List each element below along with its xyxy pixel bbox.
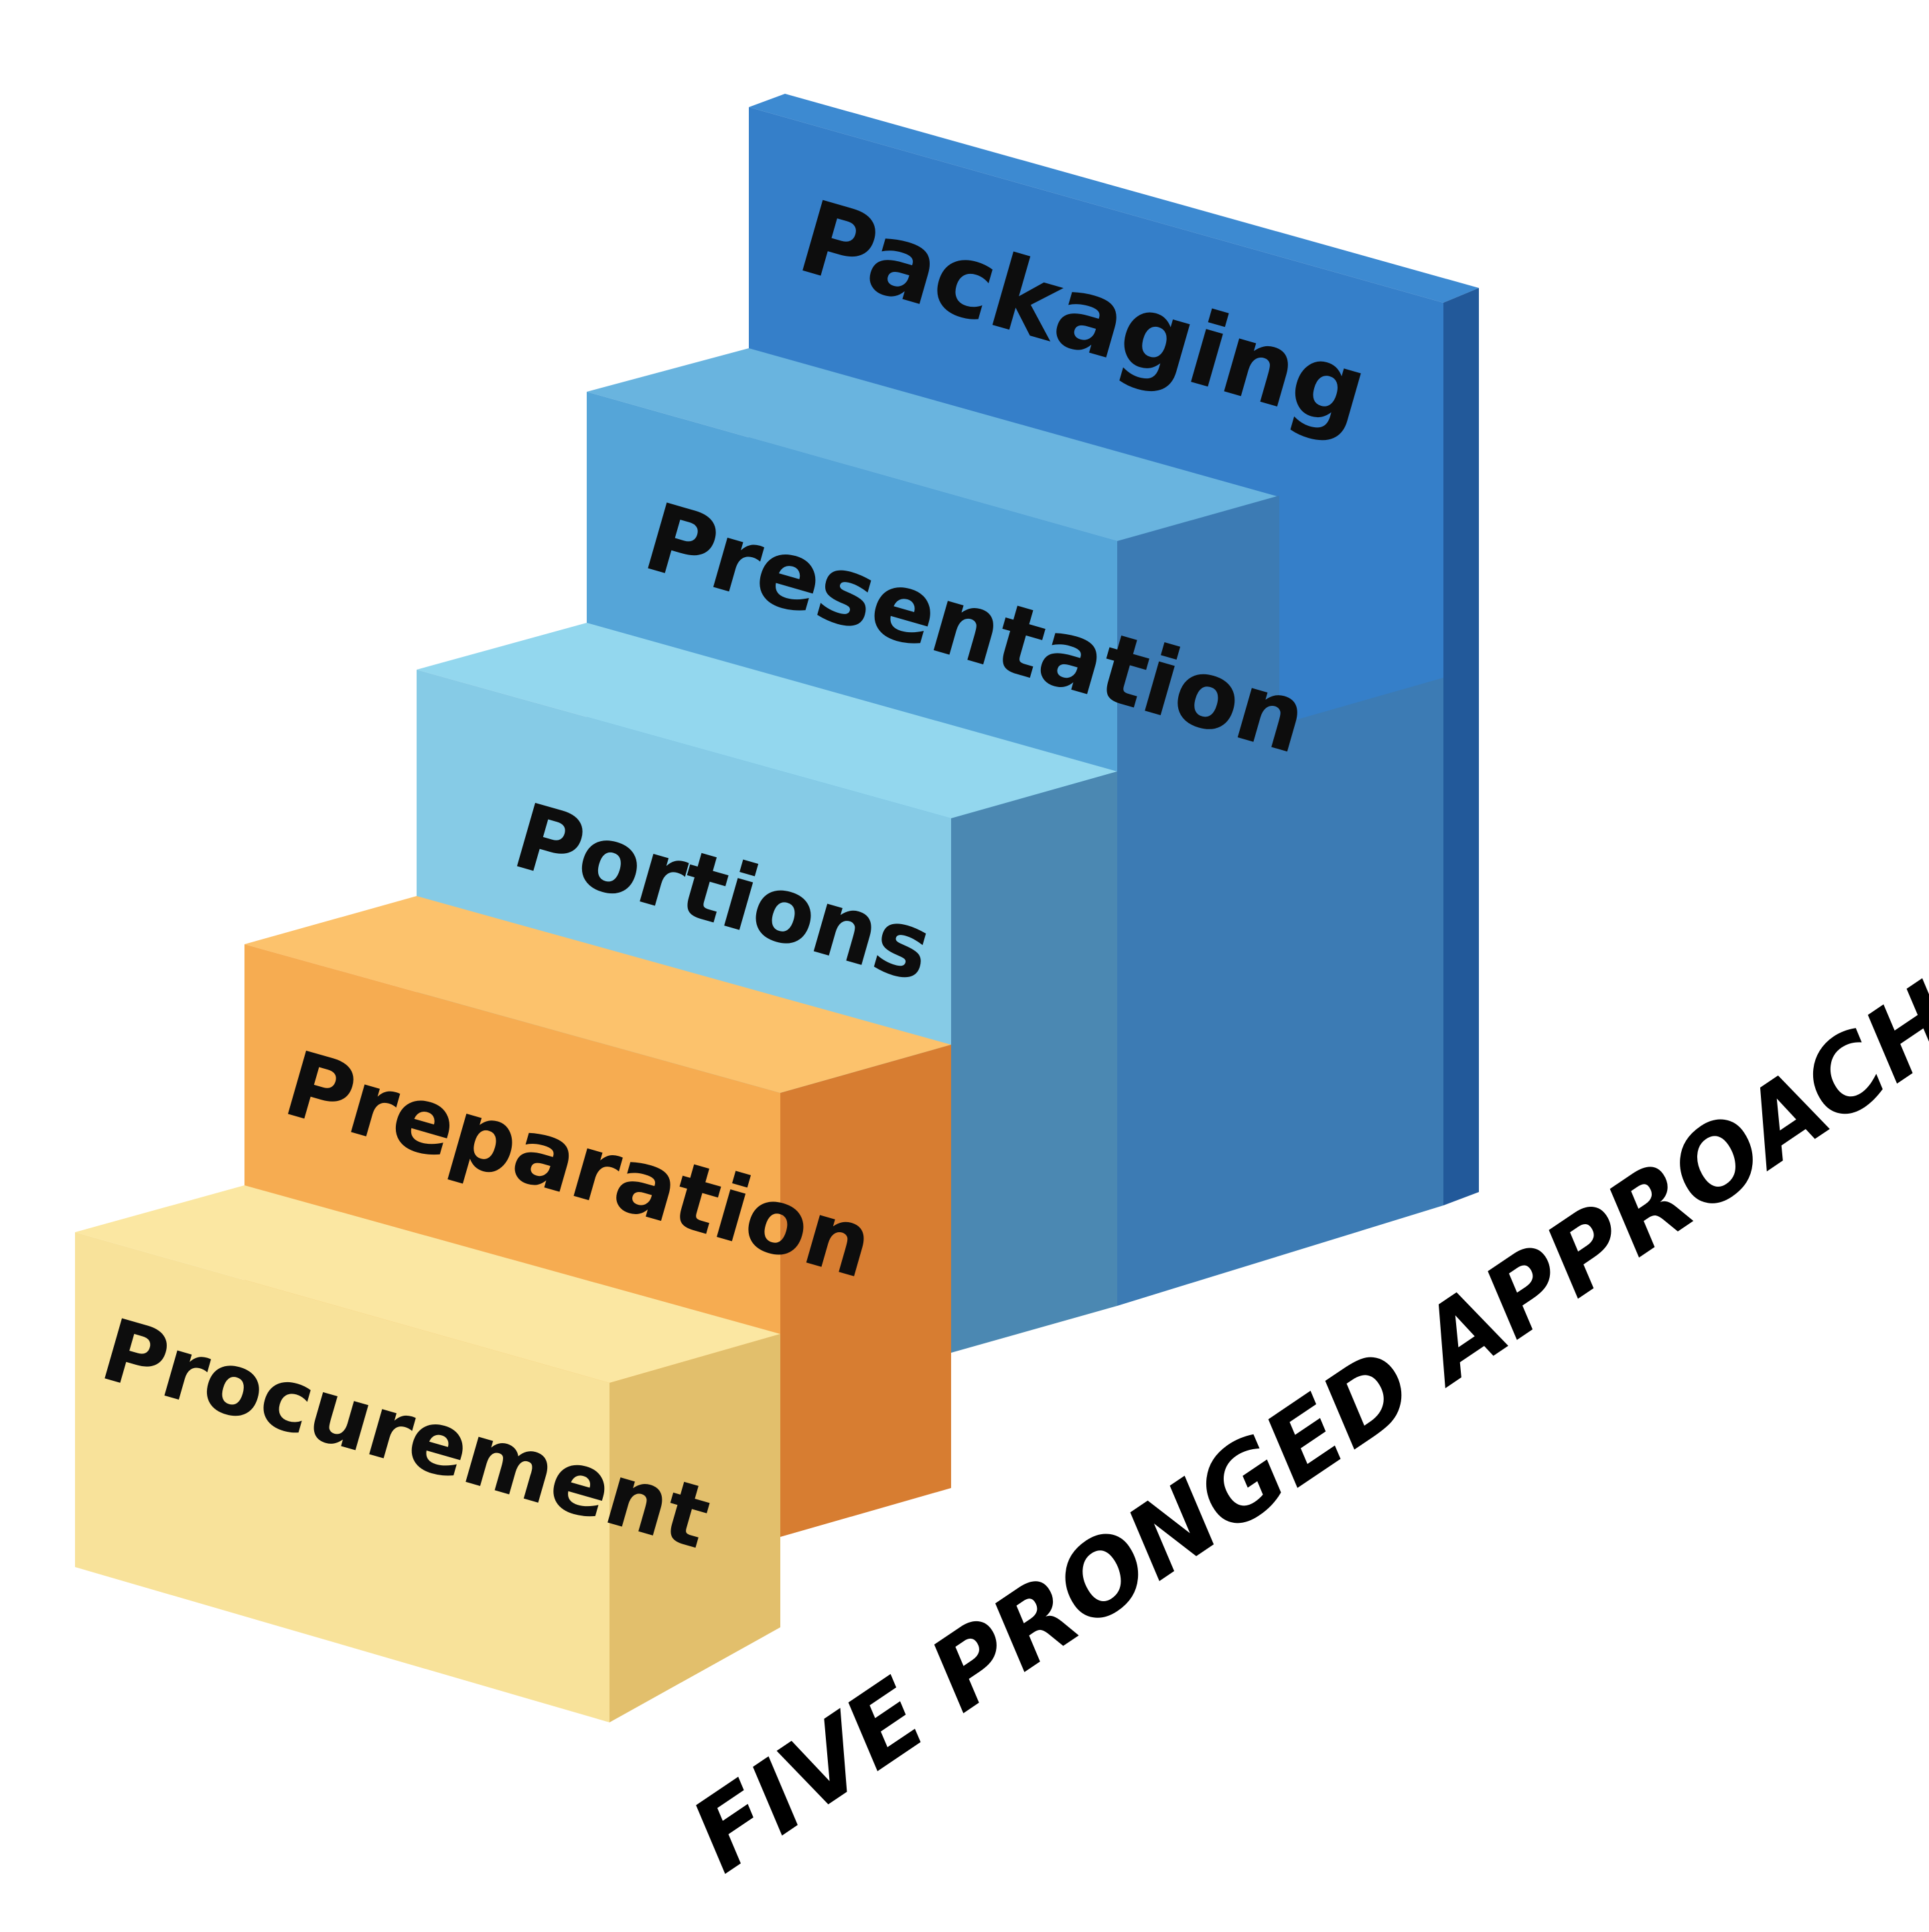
step-4-side (1117, 496, 1443, 1306)
step-block-procurement (75, 1185, 780, 1722)
step-3-side (951, 771, 1117, 1353)
step-2-side (780, 1045, 951, 1537)
step-4-top (587, 348, 1279, 541)
step-1-front (75, 1232, 610, 1722)
step-3-top (417, 623, 1117, 818)
step-5-top (749, 94, 1479, 303)
step-1-top (75, 1185, 780, 1383)
step-2-top (244, 896, 951, 1093)
step-1-side (610, 1334, 780, 1722)
step-5-side (1443, 288, 1479, 1205)
